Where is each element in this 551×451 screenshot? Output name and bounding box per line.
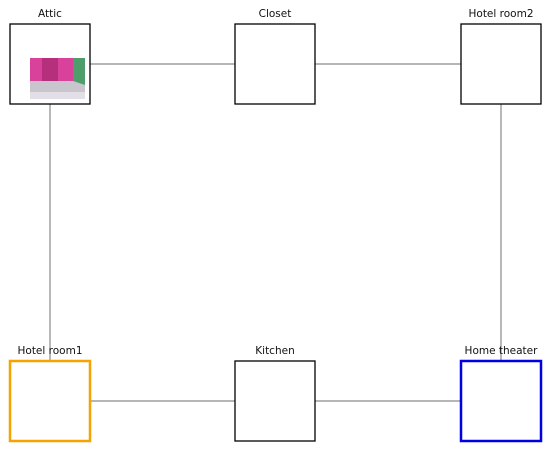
node-background xyxy=(235,361,315,441)
node-label: Kitchen xyxy=(255,345,294,357)
node-label: Attic xyxy=(38,8,62,20)
node-background xyxy=(235,24,315,104)
node-frame xyxy=(8,359,92,443)
node-frame xyxy=(234,360,316,442)
node-frame xyxy=(234,23,316,105)
node-label: Closet xyxy=(259,8,292,20)
node-label: Hotel room1 xyxy=(18,345,83,357)
node-hotel-room2[interactable]: Hotel room2 xyxy=(460,8,542,105)
node-label: Hotel room2 xyxy=(469,8,534,20)
node-closet[interactable]: Closet xyxy=(234,8,316,105)
node-frame xyxy=(460,23,542,105)
node-background xyxy=(461,24,541,104)
node-frame xyxy=(459,359,543,443)
node-kitchen[interactable]: Kitchen xyxy=(234,345,316,442)
node-home-theater[interactable]: Home theater xyxy=(459,345,543,443)
node-background xyxy=(461,361,541,441)
node-label: Home theater xyxy=(465,345,539,357)
node-hotel-room1[interactable]: Hotel room1 xyxy=(8,345,92,443)
node-frame xyxy=(9,23,91,105)
node-attic[interactable]: Attic xyxy=(9,8,91,105)
node-background xyxy=(10,361,90,441)
